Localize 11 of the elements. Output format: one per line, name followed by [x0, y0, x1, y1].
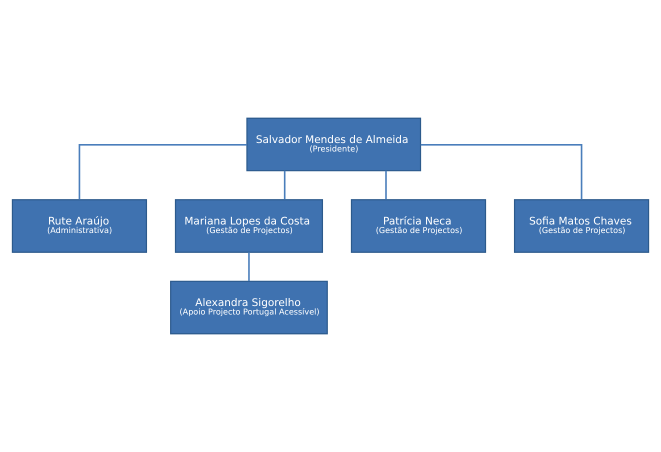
node-box: Rute Araújo (Administrativa)	[12, 199, 148, 253]
node-box: Alexandra Sigorelho (Apoio Projecto Portugal Acessível)	[170, 280, 328, 334]
node-box: Patrícia Neca (Gestão de Projectos)	[350, 199, 486, 253]
connector	[248, 252, 250, 282]
connector	[78, 144, 247, 200]
node-box: Salvador Mendes de Almeida (Presidente)	[246, 118, 422, 172]
node-box: Mariana Lopes da Costa (Gestão de Projectos)	[174, 199, 324, 253]
node-box: Sofia Matos Chaves (Gestão de Projectos)	[514, 199, 650, 253]
connector	[284, 170, 286, 200]
connector	[385, 170, 387, 200]
connector	[420, 144, 582, 200]
